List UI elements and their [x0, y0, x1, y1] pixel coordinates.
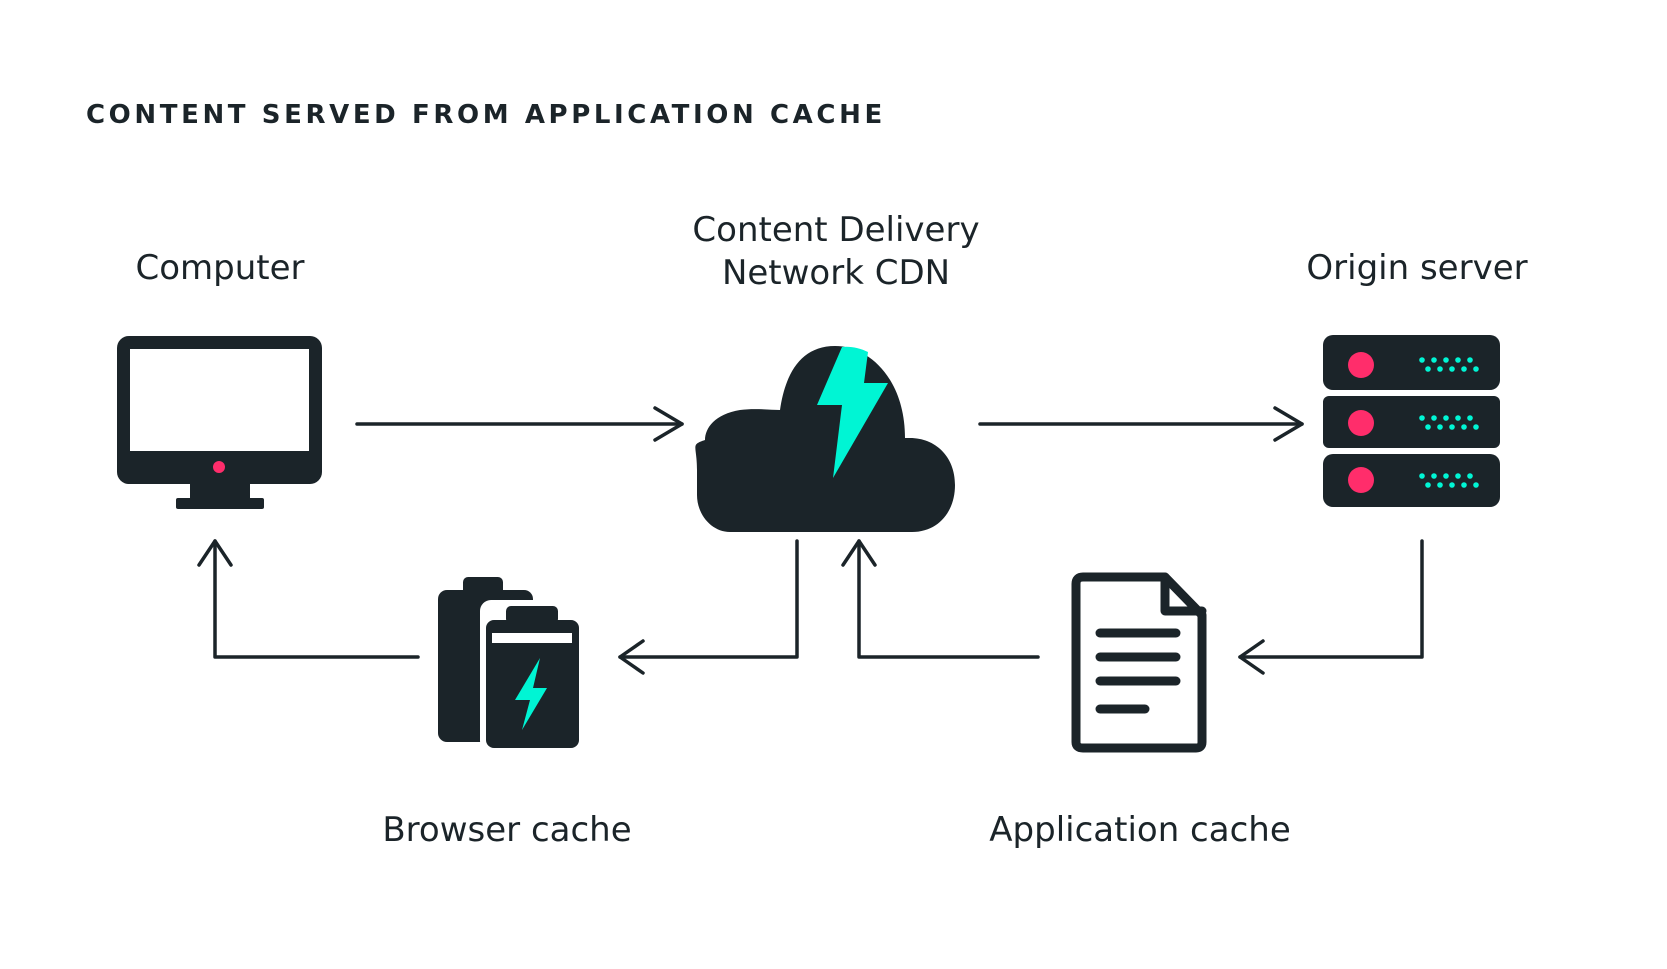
server-led-dot [1443, 473, 1449, 479]
server-led-dot [1461, 482, 1467, 488]
document-icon [1071, 572, 1207, 753]
origin-server-label: Origin server [1306, 248, 1528, 288]
browser-cache-label: Browser cache [382, 810, 632, 850]
server-led-dot [1461, 366, 1467, 372]
server-led-dot [1437, 424, 1443, 430]
server-led-dot [1467, 357, 1473, 363]
server-led-dot [1419, 473, 1425, 479]
server-led-dot [1419, 357, 1425, 363]
arrow-computer-to-cdn [355, 406, 684, 442]
cloud-lightning-icon [695, 346, 955, 532]
server-led-dot [1449, 366, 1455, 372]
server-led-dot [1449, 424, 1455, 430]
server-led-dot [1467, 415, 1473, 421]
arrow-origin-to-application-cache [1238, 539, 1424, 675]
server-led-dot [1473, 424, 1479, 430]
server-led-dot [1455, 473, 1461, 479]
server-led-dot [1425, 424, 1431, 430]
arrow-browser-cache-to-computer [197, 539, 420, 659]
server-led-dot [1461, 424, 1467, 430]
server-led-dot [1449, 482, 1455, 488]
battery-charge-icon [438, 577, 586, 752]
server-led-dot [1437, 482, 1443, 488]
server-led-dot [1443, 357, 1449, 363]
cdn-label-line1: Content Delivery [692, 210, 980, 250]
server-led-dot [1431, 473, 1437, 479]
arrow-application-cache-to-cdn [841, 539, 1040, 659]
server-led-dot [1425, 482, 1431, 488]
server-led-dot [1455, 357, 1461, 363]
server-led-dot [1473, 482, 1479, 488]
server-stack-icon [1323, 335, 1500, 507]
application-cache-label: Application cache [989, 810, 1291, 850]
arrow-cdn-to-origin [978, 406, 1304, 442]
computer-label: Computer [135, 248, 305, 288]
arrow-cdn-to-browser-cache [618, 539, 799, 675]
server-led-dot [1431, 415, 1437, 421]
cdn-label-line2: Network CDN [721, 253, 951, 293]
monitor-icon [117, 336, 322, 509]
diagram-title: CONTENT SERVED FROM APPLICATION CACHE [86, 100, 886, 130]
server-led-dot [1437, 366, 1443, 372]
server-led-dot [1443, 415, 1449, 421]
server-led-dot [1425, 366, 1431, 372]
server-led-dot [1467, 473, 1473, 479]
server-led-dot [1431, 357, 1437, 363]
server-led-dot [1419, 415, 1425, 421]
server-led-dot [1455, 415, 1461, 421]
server-led-dot [1473, 366, 1479, 372]
